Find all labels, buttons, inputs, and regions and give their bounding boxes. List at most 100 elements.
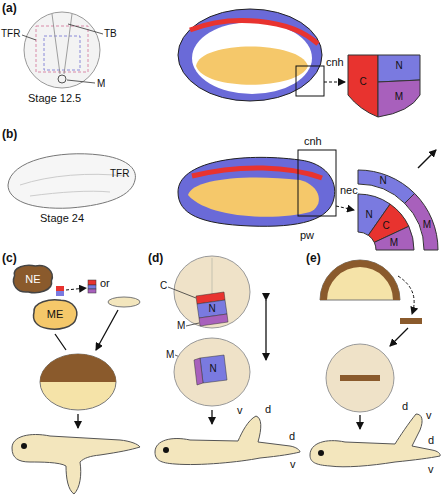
part-label: N	[365, 209, 372, 221]
part-label: M	[97, 78, 105, 90]
host-embryo	[326, 344, 394, 412]
arrow	[390, 328, 408, 346]
host-embryo	[174, 256, 250, 328]
part-label: d	[402, 400, 408, 413]
eye	[318, 450, 324, 456]
panel-letter: (c)	[2, 252, 17, 266]
part-label: M	[166, 349, 174, 361]
panel-letter: (b)	[2, 128, 17, 142]
eye	[163, 447, 169, 453]
part-label: d	[289, 430, 295, 443]
half-embryo	[320, 260, 400, 300]
part-label: v	[426, 409, 432, 422]
embryo-section	[178, 9, 322, 101]
tissue-blob: NE	[10, 262, 56, 296]
arrow	[359, 415, 360, 429]
panel-letter: (e)	[306, 252, 321, 266]
tissue-blob: ME	[30, 296, 80, 332]
cnh-box	[298, 150, 336, 216]
part-label: TFR	[110, 168, 129, 180]
part-label: Stage 12.5	[28, 92, 81, 105]
arrow	[211, 410, 212, 424]
part-label: v	[237, 404, 243, 417]
part-label: N	[379, 175, 386, 187]
graft-piece	[88, 280, 96, 285]
neural-fold	[52, 14, 72, 74]
cap-tissue	[320, 260, 400, 300]
eye	[21, 443, 27, 449]
dashed-arrow	[324, 82, 345, 83]
region-box	[36, 26, 88, 72]
leader-line	[22, 24, 103, 83]
part-label: or	[100, 277, 110, 290]
part-label: M	[423, 219, 431, 231]
tissue-label: ME	[47, 308, 64, 320]
embryo-texture	[20, 174, 125, 196]
m-band	[374, 226, 414, 250]
part-label: C	[382, 220, 389, 232]
graft-piece	[88, 285, 96, 289]
tadpole	[12, 435, 140, 495]
n-graft	[200, 355, 227, 383]
tissue-label: NE	[25, 273, 40, 285]
part-label: cnh	[326, 56, 344, 69]
part-label: TFR	[1, 28, 20, 40]
tissue-strip	[400, 318, 422, 324]
part-label: nec	[340, 184, 358, 197]
yolk	[188, 177, 319, 216]
blastopore	[58, 75, 66, 83]
tadpole	[310, 414, 440, 467]
explant	[108, 297, 140, 307]
double-arrow	[265, 300, 266, 360]
part-label: N	[209, 363, 216, 375]
tissue-strip	[340, 375, 380, 381]
tadpole	[155, 416, 300, 465]
blob-shape	[14, 265, 53, 292]
n-region	[378, 55, 420, 82]
panel-letter: (a)	[2, 2, 17, 16]
part-label: d	[428, 434, 434, 447]
host-embryo	[40, 354, 116, 410]
part-label: cnh	[304, 135, 322, 148]
part-label: v	[428, 463, 434, 476]
graft-piece	[56, 291, 64, 296]
part-label: Stage 24	[40, 212, 84, 225]
m-region	[378, 80, 420, 117]
embryo-outline	[8, 154, 135, 209]
part-label: C	[359, 76, 366, 88]
direction-arrow	[418, 150, 436, 168]
notochord	[190, 21, 318, 44]
c-region	[348, 55, 378, 117]
cnh-box	[296, 66, 324, 96]
dashed-arrow	[336, 206, 354, 210]
part-label: C	[160, 280, 167, 292]
blob-shape	[34, 300, 77, 329]
embryo-outline	[24, 12, 100, 88]
part-label: M	[395, 91, 403, 103]
cavity	[192, 22, 312, 94]
dashed-arrow	[66, 288, 86, 290]
part-label: d	[265, 403, 271, 416]
part-label: TB	[104, 28, 117, 40]
yolk	[196, 47, 308, 85]
part-label: pw	[300, 229, 314, 242]
graft-piece	[56, 286, 64, 291]
part-label: N	[395, 60, 402, 72]
graft-piece	[88, 289, 96, 293]
part-label: M	[390, 237, 398, 249]
dashed-arrow	[398, 276, 414, 314]
m-graft	[194, 358, 203, 385]
arrow	[77, 414, 78, 428]
part-label: N	[208, 303, 215, 315]
part-label: M	[177, 320, 185, 332]
notochord	[192, 168, 322, 178]
part-label: v	[290, 458, 296, 471]
host-embryo	[174, 338, 250, 406]
animal-cap	[40, 354, 116, 382]
panel-letter: (d)	[148, 252, 163, 266]
m-graft	[199, 314, 228, 326]
